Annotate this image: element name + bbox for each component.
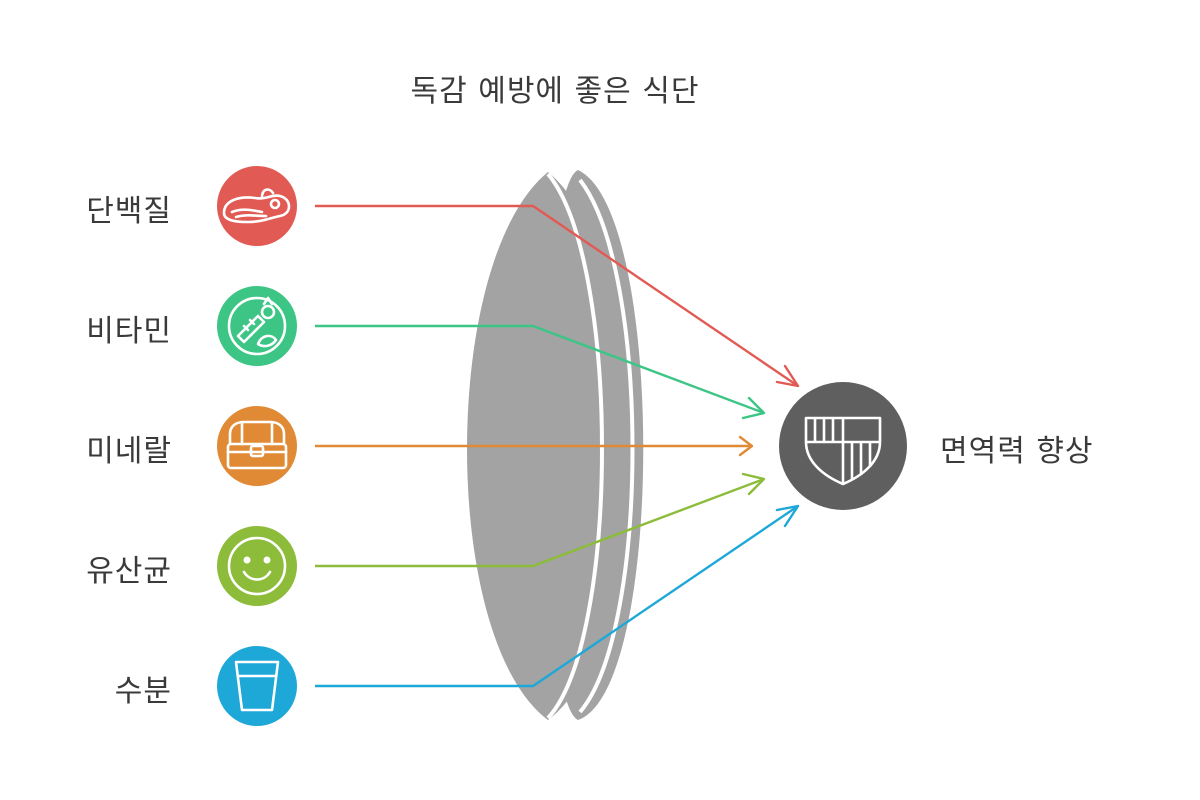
- arrowhead-protein: [775, 364, 800, 388]
- input-node-water: [217, 646, 297, 726]
- input-label-water: 수분: [114, 674, 172, 709]
- input-node-vitamin: [217, 286, 297, 366]
- connector-water: [315, 505, 799, 688]
- input-label-vitamin: 비타민: [86, 314, 172, 349]
- connector-probiotic: [315, 477, 765, 568]
- connector-protein: [315, 204, 799, 387]
- shield-icon: [804, 416, 882, 486]
- input-label-mineral: 미네랄: [86, 434, 172, 469]
- treasure-chest-icon: [226, 420, 288, 470]
- arrowhead-water: [775, 504, 800, 528]
- vegetables-icon: [227, 296, 287, 356]
- arrowhead-probiotic: [741, 472, 766, 496]
- input-node-probiotic: [217, 526, 297, 606]
- input-node-protein: [217, 166, 297, 246]
- connectors: [315, 204, 800, 688]
- lens-ridge-1: [546, 172, 604, 720]
- output-label: 면역력 향상: [940, 434, 1094, 469]
- diagram-title: 독감 예방에 좋은 식단: [410, 74, 700, 109]
- arrowhead-mineral: [738, 435, 754, 457]
- input-node-mineral: [217, 406, 297, 486]
- arrowhead-vitamin: [741, 396, 766, 420]
- connector-vitamin: [315, 324, 765, 415]
- input-label-probiotic: 유산균: [86, 554, 172, 589]
- water-glass-icon: [234, 660, 280, 712]
- lens-ridge-2: [578, 178, 635, 714]
- output-node: [779, 382, 907, 510]
- steak-icon: [222, 188, 291, 224]
- input-label-protein: 단백질: [86, 194, 172, 229]
- smiley-icon: [227, 536, 287, 596]
